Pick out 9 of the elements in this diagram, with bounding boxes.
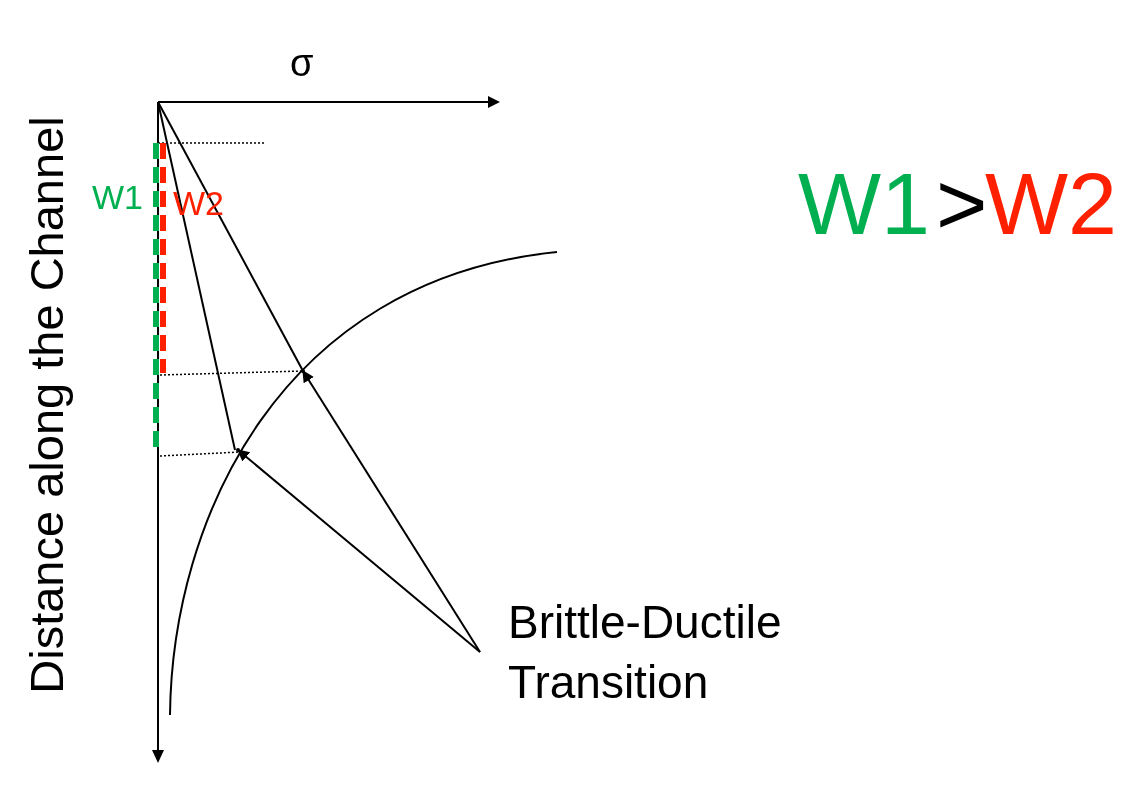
intersection-point [236,448,240,452]
label-text: σ [290,44,314,82]
intersection-point [301,369,305,373]
leader-arrow [302,370,481,653]
leader-arrow [237,449,481,653]
transition-label: Brittle-Ductile Transition [508,595,783,710]
label-text: W1 [92,180,143,214]
label-text: W2 [985,160,1117,248]
label-text: W1 [798,160,930,248]
